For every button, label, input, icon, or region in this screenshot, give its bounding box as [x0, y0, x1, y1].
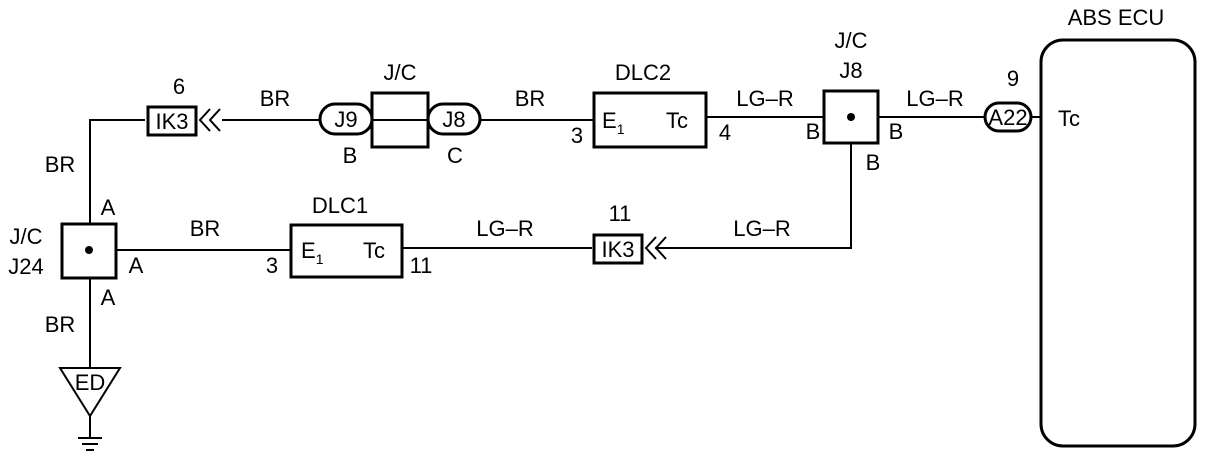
j9-pin: B — [343, 143, 358, 168]
jc-j8-pin-bottom: B — [866, 150, 881, 175]
dlc2-left-num: 3 — [571, 123, 583, 148]
wire-label: BR — [260, 86, 291, 111]
chevron-left-icon — [198, 108, 211, 132]
jc-j8-pin-right: B — [889, 119, 904, 144]
dlc2-right-pin: Tc — [666, 108, 688, 133]
a22-oval — [983, 101, 1033, 133]
abs-ecu: ABS ECU Tc — [1039, 5, 1197, 448]
dlc2-left-pin: E1 — [602, 108, 625, 137]
dlc1-right-pin: Tc — [363, 238, 385, 263]
junction-dot — [847, 113, 855, 121]
jc-j24: J/C J24 A A A — [8, 195, 143, 310]
wire-label: LG–R — [733, 216, 790, 241]
a22-connector: 9 A22 — [983, 66, 1033, 133]
abs-ecu-box — [1039, 38, 1197, 448]
dlc2-name: DLC2 — [615, 60, 671, 85]
junction-dot — [85, 246, 93, 254]
dlc2-connector: DLC2 E1 Tc 3 4 — [571, 60, 731, 149]
wire-label: LG–R — [906, 86, 963, 111]
dlc1-connector: DLC1 E1 Tc 3 11 — [266, 193, 433, 279]
jc-j8-name-line1: J/C — [835, 28, 868, 53]
jc-j24-name-line1: J/C — [10, 224, 43, 249]
dlc1-left-pin: E1 — [301, 238, 324, 267]
dlc1-right-num: 11 — [410, 253, 433, 278]
wire-label: LG–R — [476, 216, 533, 241]
wire-label: LG–R — [736, 86, 793, 111]
ground-triangle — [58, 367, 122, 418]
jc-j8-pin-left: B — [806, 119, 821, 144]
jc-j24-name-line2: J24 — [8, 254, 43, 279]
ik3-top-label: IK3 — [155, 109, 188, 134]
jc-j24-pin-bottom: A — [101, 285, 116, 310]
ik3-bottom-box — [592, 233, 644, 265]
a22-pin-number: 9 — [1007, 66, 1019, 91]
j9-connector-oval — [318, 102, 374, 136]
dlc2-right-num: 4 — [719, 120, 731, 145]
jc-j24-pin-top: A — [101, 195, 116, 220]
chevron-left-icon — [208, 108, 221, 132]
dlc2-box — [592, 91, 708, 149]
wire-label: BR — [190, 216, 221, 241]
abs-ecu-pin-tc: Tc — [1058, 106, 1080, 131]
wire-label: BR — [45, 312, 76, 337]
dlc1-name: DLC1 — [312, 193, 368, 218]
ik3-top-pin: 6 — [173, 74, 185, 99]
dlc1-left-num: 3 — [266, 253, 278, 278]
ground-ed: ED — [58, 367, 122, 451]
j8-pin: C — [447, 143, 463, 168]
ik3-top-connector: IK3 6 — [146, 74, 221, 137]
ik3-bottom-connector: IK3 11 — [592, 201, 667, 265]
wire-br-left-vertical — [89, 119, 145, 368]
jc-j8: J/C J8 B B B — [806, 28, 904, 175]
a22-label: A22 — [988, 105, 1027, 130]
j8-connector-oval — [426, 102, 482, 136]
j9-label: J9 — [334, 107, 357, 132]
jc-middle: J/C J9 J8 B C — [318, 60, 482, 168]
jc-middle-name: J/C — [384, 60, 417, 85]
wire-lgr-j8-down — [655, 117, 852, 249]
wire-labels: BR BR LG–R LG–R BR BR LG–R LG–R BR — [45, 86, 964, 337]
jc-j24-pin-right: A — [129, 253, 144, 278]
ik3-bottom-label: IK3 — [601, 237, 634, 262]
abs-ecu-title: ABS ECU — [1068, 5, 1165, 30]
ground-label: ED — [75, 370, 106, 395]
ik3-bottom-pin: 11 — [609, 201, 632, 226]
j8-label: J8 — [442, 107, 465, 132]
wires — [89, 116, 1042, 368]
wire-label: BR — [515, 86, 546, 111]
ik3-top-box — [146, 105, 198, 137]
chevron-left-icon — [644, 236, 657, 260]
chevron-left-icon — [654, 236, 667, 260]
dlc1-box — [289, 223, 404, 279]
wire-label: BR — [45, 152, 76, 177]
jc-j8-name-line2: J8 — [839, 58, 862, 83]
